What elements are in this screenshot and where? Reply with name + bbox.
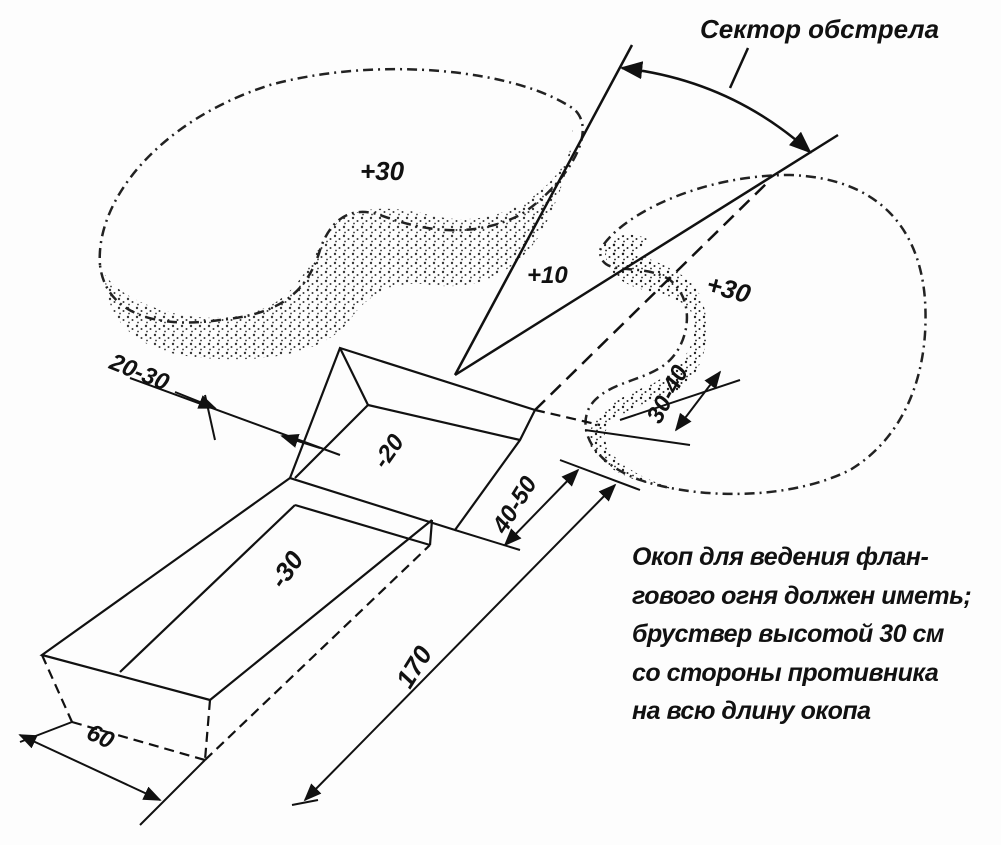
parapet-right — [584, 173, 927, 496]
trench — [39, 346, 601, 762]
label-parapet-left: +30 — [360, 156, 405, 186]
label-trench-depth: -30 — [263, 545, 309, 593]
label-width-left: 20-30 — [105, 348, 174, 397]
caption: Окоп для ведения флан- гового огня долже… — [632, 538, 972, 731]
label-parapet-right: +30 — [703, 269, 754, 310]
sector-title: Сектор обстрела — [700, 14, 939, 44]
caption-line: на всю длину окопа — [632, 697, 871, 725]
label-step-depth: -20 — [368, 429, 410, 473]
label-parapet-center: +10 — [527, 262, 568, 289]
sector-of-fire — [453, 44, 839, 411]
label-trench-width: 60 — [82, 719, 118, 755]
label-trench-length: 170 — [390, 640, 439, 693]
parapet-left — [98, 67, 584, 360]
caption-line: со стороны противника — [632, 658, 939, 687]
caption-line: гового огня должен иметь; — [632, 581, 972, 610]
label-step-length: 40-50 — [487, 471, 543, 539]
dimension-lines — [18, 370, 741, 826]
caption-line: Окоп для ведения флан- — [632, 543, 929, 571]
caption-line: бруствер высотой 30 см — [632, 620, 944, 648]
